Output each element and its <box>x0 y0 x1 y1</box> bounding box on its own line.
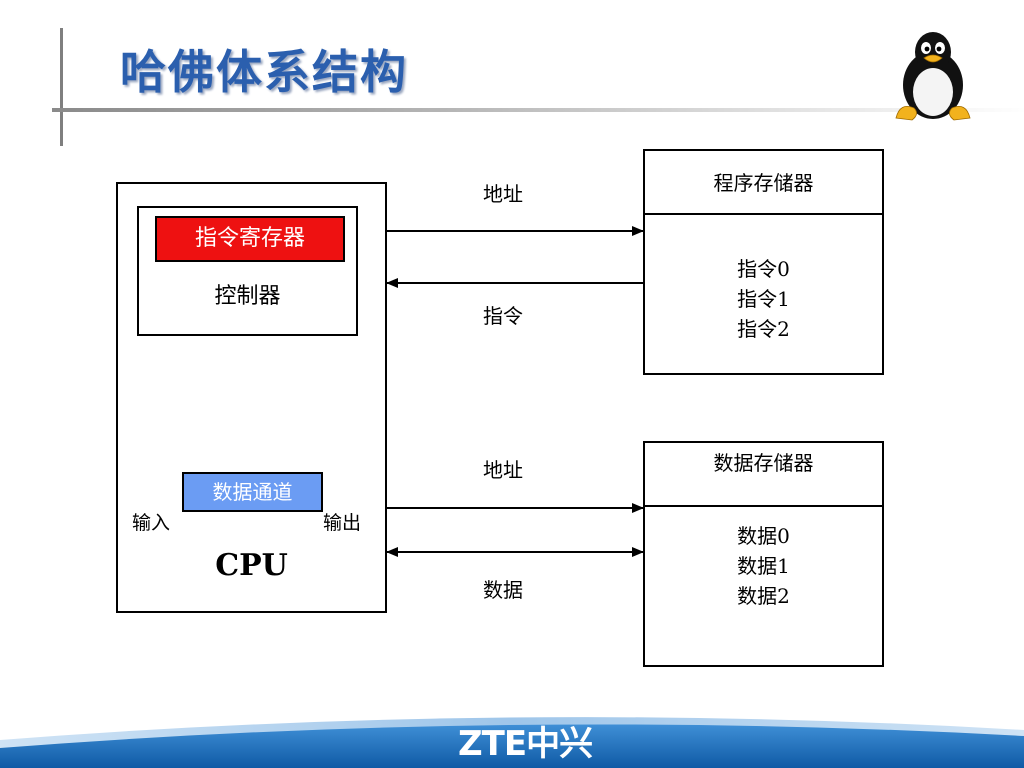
address-label-bottom: 地址 <box>483 458 523 482</box>
program-memory-item: 指令1 <box>737 287 790 311</box>
program-memory-title: 程序存储器 <box>645 151 882 215</box>
program-memory-item: 指令0 <box>737 257 790 281</box>
footer-swoosh <box>0 717 1024 768</box>
cpu-label: CPU <box>215 548 288 583</box>
input-label: 输入 <box>132 512 171 534</box>
data-memory-items: 数据0 数据1 数据2 <box>645 521 882 611</box>
output-label: 输出 <box>323 512 362 534</box>
slide-title: 哈佛体系结构 <box>120 45 408 99</box>
title-vertical-rule <box>60 28 63 146</box>
data-memory-box: 数据存储器 数据0 数据1 数据2 <box>643 441 884 667</box>
program-memory-item: 指令2 <box>737 317 790 341</box>
instruction-label: 指令 <box>483 304 523 328</box>
address-label-top: 地址 <box>483 182 523 206</box>
instruction-register: 指令寄存器 <box>155 216 345 262</box>
data-memory-item: 数据1 <box>737 554 790 578</box>
controller-label: 控制器 <box>214 284 281 309</box>
title-underline <box>52 108 1024 112</box>
program-memory-items: 指令0 指令1 指令2 <box>645 254 882 344</box>
data-memory-item: 数据0 <box>737 524 790 548</box>
data-memory-title: 数据存储器 <box>645 443 882 507</box>
zte-logo: ZTE中兴 <box>458 724 593 764</box>
linux-penguin-icon <box>895 32 971 121</box>
program-memory-box: 程序存储器 指令0 指令1 指令2 <box>643 149 884 375</box>
datapath-box: 数据通道 <box>182 472 323 512</box>
data-label: 数据 <box>483 578 523 602</box>
data-memory-item: 数据2 <box>737 584 790 608</box>
